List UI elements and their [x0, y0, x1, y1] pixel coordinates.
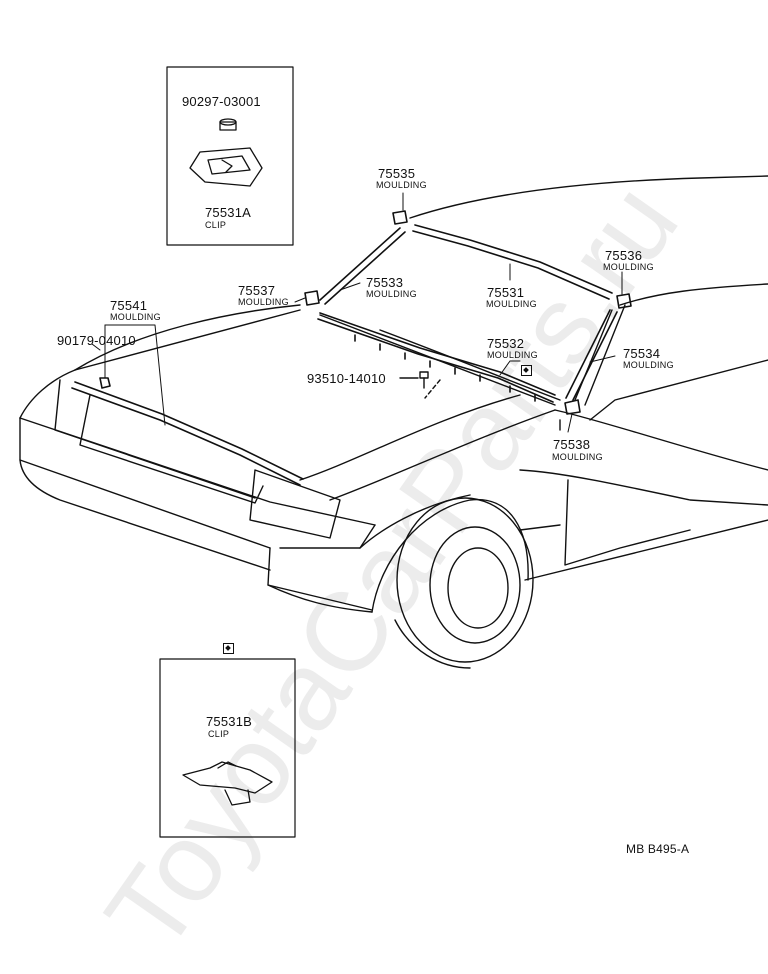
diamond-box-icon [223, 643, 234, 654]
part-number-75534: 75534 [623, 346, 661, 361]
part-number-75531A: 75531A [205, 205, 252, 220]
part-desc-75535: MOULDING [376, 180, 427, 190]
part-desc-75531B: CLIP [208, 729, 230, 739]
part-number-75531B: 75531B [206, 714, 253, 729]
part-number-75541: 75541 [110, 298, 148, 313]
screw [399, 371, 441, 399]
inset-b-drawing [159, 658, 296, 838]
diagram-code: MB B495-A [626, 842, 690, 856]
hood-front-moulding [71, 377, 304, 486]
part-desc-75534: MOULDING [623, 360, 674, 370]
inset-clip-b [160, 659, 297, 839]
part-desc-75541: MOULDING [110, 312, 161, 322]
inset-a-drawing [166, 66, 294, 246]
part-number-90297: 90297-03001 [182, 94, 261, 109]
part-desc-75538: MOULDING [552, 452, 603, 462]
part-desc-75531A: CLIP [205, 220, 227, 230]
part-number-75538: 75538 [553, 437, 591, 452]
part-desc-75533: MOULDING [366, 289, 417, 299]
part-number-75532: 75532 [487, 336, 525, 351]
part-desc-75536: MOULDING [603, 262, 654, 272]
part-number-75531: 75531 [487, 285, 525, 300]
parts-diagram [19, 66, 768, 838]
diamond-box-icon [521, 365, 532, 376]
part-number-75536: 75536 [605, 248, 643, 263]
part-desc-75531: MOULDING [486, 299, 537, 309]
part-number-93510: 93510-14010 [307, 371, 386, 386]
part-number-90179: 90179-04010 [57, 333, 136, 348]
car-body [19, 175, 768, 669]
windshield-mouldings [304, 210, 632, 415]
part-desc-75532: MOULDING [487, 350, 538, 360]
part-number-75533: 75533 [366, 275, 404, 290]
part-number-75537: 75537 [238, 283, 276, 298]
part-desc-75537: MOULDING [238, 297, 289, 307]
leader-lines [91, 192, 623, 433]
part-number-75535: 75535 [378, 166, 416, 181]
